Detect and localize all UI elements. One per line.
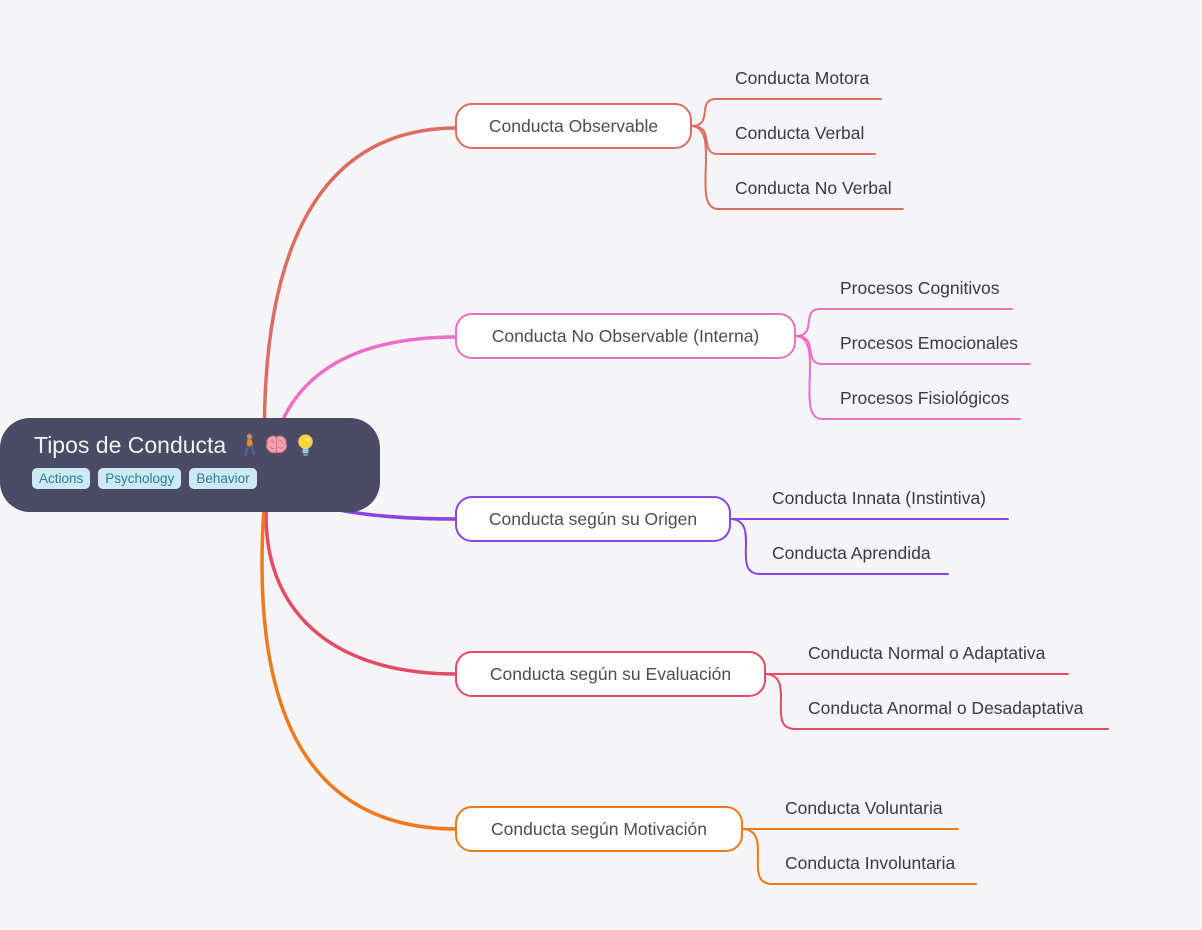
branch-node-conducta-no-observable[interactable]: Conducta No Observable (Interna)	[455, 313, 796, 359]
child-node-conducta-voluntaria[interactable]: Conducta Voluntaria	[785, 798, 943, 818]
root-title-row: Tipos de Conducta	[34, 432, 380, 459]
link-branch-1-child-2	[691, 125, 876, 155]
child-node-procesos-fisiologicos[interactable]: Procesos Fisiológicos	[840, 388, 1010, 408]
child-node-procesos-emocionales[interactable]: Procesos Emocionales	[840, 333, 1018, 353]
child-node-conducta-involuntaria[interactable]: Conducta Involuntaria	[785, 853, 956, 873]
root-emoji-group	[241, 433, 315, 458]
branch-node-conducta-segun-evaluacion[interactable]: Conducta según su Evaluación	[455, 651, 766, 697]
branch-node-conducta-segun-motivacion[interactable]: Conducta según Motivación	[455, 806, 743, 852]
link-branch-1-child-1	[691, 98, 882, 127]
tag-psychology[interactable]: Psychology	[98, 468, 182, 489]
link-branch-3-child-2	[730, 518, 949, 575]
root-title: Tipos de Conducta	[34, 432, 227, 458]
link-root-branch-4	[264, 495, 459, 676]
link-branch-1-child-3	[691, 125, 904, 210]
branch-node-conducta-segun-origen[interactable]: Conducta según su Origen	[455, 496, 731, 542]
child-node-conducta-innata[interactable]: Conducta Innata (Instintiva)	[772, 488, 987, 508]
child-node-conducta-motora[interactable]: Conducta Motora	[735, 68, 870, 88]
tag-actions[interactable]: Actions	[32, 468, 91, 489]
root-node[interactable]: Tipos de Conducta	[0, 418, 380, 512]
link-branch-2-child-1	[795, 308, 1013, 337]
link-branch-5-child-2	[742, 828, 977, 885]
link-root-branch-5	[260, 492, 459, 831]
link-branch-2-child-2	[795, 335, 1031, 365]
walking-person-icon	[244, 433, 256, 456]
brain-icon	[266, 435, 288, 454]
light-bulb-icon	[298, 434, 313, 456]
child-node-procesos-cognitivos[interactable]: Procesos Cognitivos	[840, 278, 1000, 298]
root-tags: Actions Psychology Behavior	[32, 468, 380, 489]
link-branch-2-child-3	[795, 335, 1021, 420]
child-node-conducta-anormal[interactable]: Conducta Anormal o Desadaptativa	[808, 698, 1084, 718]
child-node-conducta-normal[interactable]: Conducta Normal o Adaptativa	[808, 643, 1046, 663]
link-branch-4-child-2	[765, 673, 1109, 730]
child-node-conducta-no-verbal[interactable]: Conducta No Verbal	[735, 178, 892, 198]
link-root-branch-1	[262, 126, 459, 488]
branch-node-conducta-observable[interactable]: Conducta Observable	[455, 103, 692, 149]
child-node-conducta-aprendida[interactable]: Conducta Aprendida	[772, 543, 931, 563]
child-node-conducta-verbal[interactable]: Conducta Verbal	[735, 123, 865, 143]
tag-behavior[interactable]: Behavior	[189, 468, 257, 489]
